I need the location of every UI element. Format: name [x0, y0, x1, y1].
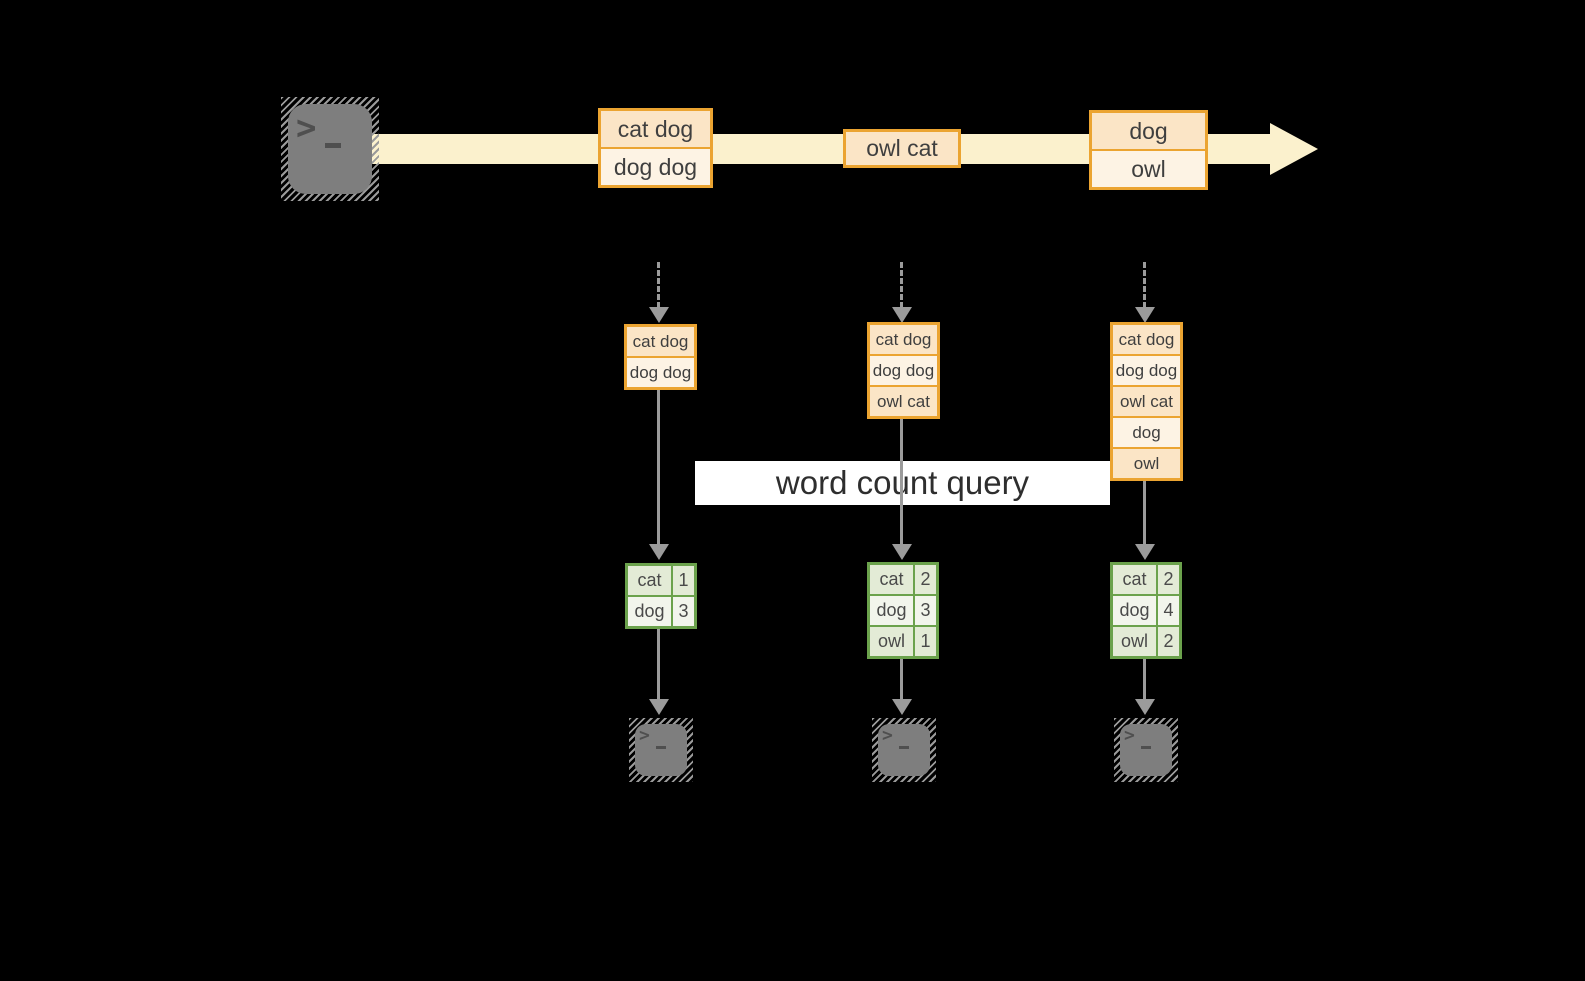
stream-event-row: dog: [1092, 113, 1205, 149]
down-arrow-icon: [649, 544, 669, 560]
terminal-cursor-icon: [1141, 746, 1151, 749]
terminal-cursor-icon: [325, 143, 341, 148]
count-cell: 1: [673, 566, 694, 595]
terminal-prompt: >: [882, 725, 893, 746]
terminal-body: >: [635, 724, 687, 776]
down-arrow-icon: [892, 699, 912, 715]
stream-event-row: owl: [1092, 149, 1205, 187]
word-cell: dog: [628, 597, 671, 626]
sink-terminal-icon: >: [1114, 718, 1178, 782]
word-count-table: cat 2 dog 4 owl 2: [1110, 562, 1182, 659]
terminal-cursor-icon: [899, 746, 909, 749]
count-cell: 2: [1158, 627, 1179, 656]
state-row: cat dog: [627, 327, 694, 356]
query-arrow-shaft: [900, 419, 903, 544]
ingest-arrow-shaft: [900, 262, 903, 308]
terminal-prompt: >: [1124, 725, 1135, 746]
terminal-prompt: >: [639, 725, 650, 746]
word-cell: cat: [870, 565, 913, 594]
count-row: cat 2: [1113, 565, 1179, 594]
state-box: cat dog dog dog: [624, 324, 697, 390]
terminal-body: >: [288, 104, 372, 194]
down-arrow-icon: [1135, 699, 1155, 715]
state-row: cat dog: [870, 325, 937, 354]
output-arrow-shaft: [900, 659, 903, 699]
down-arrow-icon: [649, 307, 669, 323]
word-cell: dog: [870, 596, 913, 625]
down-arrow-icon: [1135, 544, 1155, 560]
count-cell: 3: [915, 596, 936, 625]
state-row: owl cat: [1113, 385, 1180, 416]
stream-event-box: owl cat: [843, 129, 961, 168]
down-arrow-icon: [892, 544, 912, 560]
count-row: dog 3: [870, 596, 936, 625]
terminal-prompt: >: [296, 108, 317, 148]
count-row: dog 3: [628, 597, 694, 626]
state-row: dog dog: [1113, 354, 1180, 385]
state-row: cat dog: [1113, 325, 1180, 354]
word-cell: cat: [1113, 565, 1156, 594]
word-cell: owl: [1113, 627, 1156, 656]
word-cell: dog: [1113, 596, 1156, 625]
output-arrow-shaft: [1143, 659, 1146, 699]
state-box: cat dog dog dog owl cat dog owl: [1110, 322, 1183, 481]
word-cell: owl: [870, 627, 913, 656]
query-arrow-shaft: [1143, 481, 1146, 544]
sink-terminal-icon: >: [629, 718, 693, 782]
terminal-body: >: [878, 724, 930, 776]
stream-event-row: cat dog: [601, 111, 710, 147]
state-row: dog dog: [870, 354, 937, 385]
count-row: dog 4: [1113, 596, 1179, 625]
down-arrow-icon: [649, 699, 669, 715]
state-row: dog dog: [627, 356, 694, 387]
state-row: owl cat: [870, 385, 937, 416]
state-box: cat dog dog dog owl cat: [867, 322, 940, 419]
terminal-cursor-icon: [656, 746, 666, 749]
terminal-body: >: [1120, 724, 1172, 776]
count-row: cat 2: [870, 565, 936, 594]
stream-arrowhead-icon: [1270, 123, 1318, 175]
state-row: dog: [1113, 416, 1180, 447]
count-cell: 4: [1158, 596, 1179, 625]
source-terminal-icon: >: [281, 97, 379, 201]
count-cell: 2: [1158, 565, 1179, 594]
count-cell: 3: [673, 597, 694, 626]
stream-event-box: dog owl: [1089, 110, 1208, 190]
sink-terminal-icon: >: [872, 718, 936, 782]
query-arrow-shaft: [657, 390, 660, 544]
output-arrow-shaft: [657, 629, 660, 699]
stream-event-box: cat dog dog dog: [598, 108, 713, 188]
stream-event-row: dog dog: [601, 147, 710, 185]
count-row: owl 2: [1113, 627, 1179, 656]
ingest-arrow-shaft: [657, 262, 660, 308]
ingest-arrow-shaft: [1143, 262, 1146, 308]
word-count-table: cat 1 dog 3: [625, 563, 697, 629]
count-row: owl 1: [870, 627, 936, 656]
word-cell: cat: [628, 566, 671, 595]
count-cell: 1: [915, 627, 936, 656]
count-cell: 2: [915, 565, 936, 594]
state-row: owl: [1113, 447, 1180, 478]
down-arrow-icon: [892, 307, 912, 323]
down-arrow-icon: [1135, 307, 1155, 323]
count-row: cat 1: [628, 566, 694, 595]
word-count-table: cat 2 dog 3 owl 1: [867, 562, 939, 659]
stream-event-row: owl cat: [846, 132, 958, 165]
